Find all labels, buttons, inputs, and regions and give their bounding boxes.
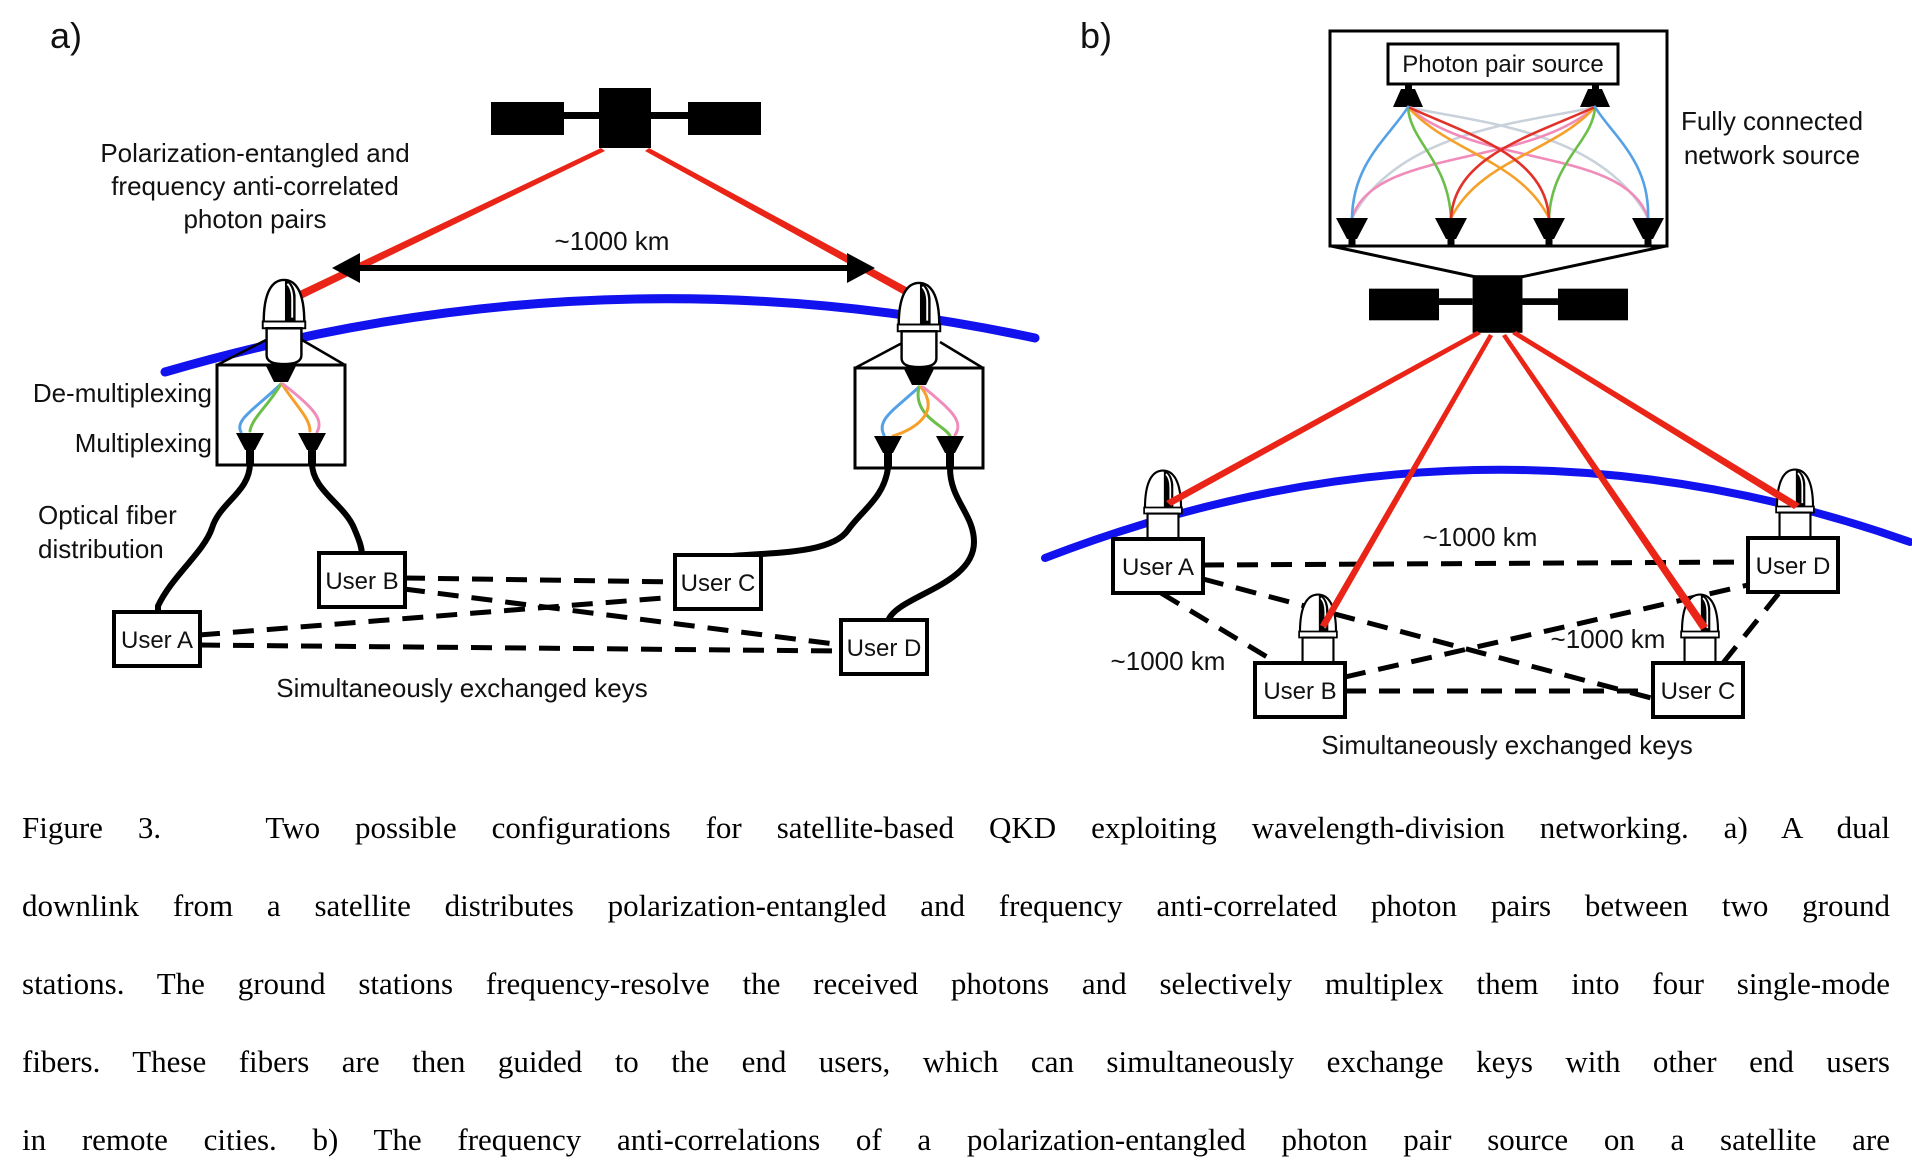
distance-label-left: ~1000 km	[1111, 646, 1226, 676]
demux-input-funnel	[266, 366, 296, 382]
satellite-icon-b	[1369, 275, 1628, 333]
output-funnel	[1435, 218, 1467, 246]
svg-text:User D: User D	[1756, 553, 1831, 580]
demultiplexing-label: De-multiplexing	[33, 378, 212, 408]
panel-b: b) Photon pair source	[1041, 15, 1912, 760]
user-c-box: User C	[1651, 661, 1745, 719]
multiplexing-label: Multiplexing	[75, 428, 212, 458]
figure-caption: Figure 3. Two possible configurations fo…	[22, 808, 1890, 1160]
mux-output-funnel	[298, 433, 326, 464]
downlink-beam-right	[645, 148, 925, 303]
optical-fiber-label: Optical fiber distribution	[38, 500, 177, 564]
user-d-box: User D	[1746, 536, 1840, 594]
panel-a-label: a)	[50, 15, 82, 56]
svg-text:User B: User B	[1263, 678, 1336, 705]
photon-pair-source-label: Photon pair source	[1402, 51, 1603, 78]
panel-b-label: b)	[1080, 15, 1112, 56]
demux-fibers-right	[880, 385, 960, 438]
user-b-box: User B	[1253, 661, 1347, 719]
caption-line: Figure 3. Two possible configurations fo…	[22, 810, 1890, 845]
photon-pair-annotation: Polarization-entangled and frequency ant…	[100, 138, 409, 234]
svg-text:User B: User B	[325, 568, 398, 595]
user-d-box: User D	[839, 618, 929, 676]
ground-station-right	[853, 340, 985, 470]
telescope-icon	[1143, 469, 1183, 547]
user-b-box: User B	[317, 551, 407, 609]
mux-output-funnel	[874, 436, 902, 468]
network-source-caption: Fully connected network source	[1681, 106, 1863, 170]
distance-label-mid: ~1000 km	[1551, 624, 1666, 654]
telescope-icon	[896, 281, 942, 369]
network-source-inset: Photon pair source	[1328, 29, 1669, 248]
fiber-cable-a	[155, 460, 253, 617]
svg-text:Fully connected: Fully connected	[1681, 106, 1863, 136]
user-c-box: User C	[673, 553, 763, 611]
caption-line: in remote cities. b) The frequency anti-…	[22, 1122, 1890, 1157]
panel-a: a) Polarization-entangled and frequency …	[33, 15, 1040, 703]
svg-text:network source: network source	[1684, 140, 1860, 170]
user-a-box: User A	[1111, 537, 1205, 595]
mux-output-funnel	[236, 433, 264, 464]
downlink-beams-b	[1166, 331, 1800, 630]
demux-fibers-left	[238, 382, 321, 434]
fiber-cable-c	[719, 465, 891, 560]
network-fibers	[1350, 105, 1650, 220]
key-exchange-links-a	[198, 575, 843, 654]
svg-text:User C: User C	[1661, 678, 1736, 705]
inset-pointer-lines	[1330, 244, 1667, 279]
svg-text:frequency anti-correlated: frequency anti-correlated	[111, 171, 399, 201]
output-funnel	[1533, 218, 1565, 246]
svg-text:Optical fiber: Optical fiber	[38, 500, 177, 530]
svg-text:User A: User A	[121, 627, 193, 654]
svg-text:Polarization-entangled and: Polarization-entangled and	[100, 138, 409, 168]
figure-canvas: a) Polarization-entangled and frequency …	[33, 15, 1912, 760]
distance-label-a: ~1000 km	[555, 226, 670, 256]
source-funnel	[1393, 84, 1423, 107]
caption-line: stations. The ground stations frequency-…	[22, 966, 1890, 1001]
mux-output-funnel	[936, 436, 964, 468]
telescope-icon	[261, 278, 307, 366]
svg-text:photon pairs: photon pairs	[183, 204, 326, 234]
svg-text:User D: User D	[847, 635, 922, 662]
output-funnel	[1336, 218, 1368, 246]
caption-line: fibers. These fibers are then guided to …	[22, 1044, 1890, 1079]
demux-input-funnel	[904, 369, 934, 385]
svg-text:User A: User A	[1122, 554, 1194, 581]
source-funnel	[1580, 84, 1610, 107]
fiber-cable-b	[309, 460, 365, 559]
user-a-box: User A	[112, 610, 202, 668]
keys-label-b: Simultaneously exchanged keys	[1321, 730, 1692, 760]
distance-arrow: ~1000 km	[332, 226, 875, 283]
distance-label-top: ~1000 km	[1423, 522, 1538, 552]
satellite-icon-a	[491, 88, 761, 148]
fiber-cable-d	[885, 465, 978, 624]
output-funnel	[1632, 218, 1664, 246]
svg-text:distribution: distribution	[38, 534, 164, 564]
caption-line: downlink from a satellite distributes po…	[22, 888, 1890, 923]
downlink-beam-left	[289, 148, 605, 302]
keys-label-a: Simultaneously exchanged keys	[276, 673, 647, 703]
svg-text:User C: User C	[681, 570, 756, 597]
